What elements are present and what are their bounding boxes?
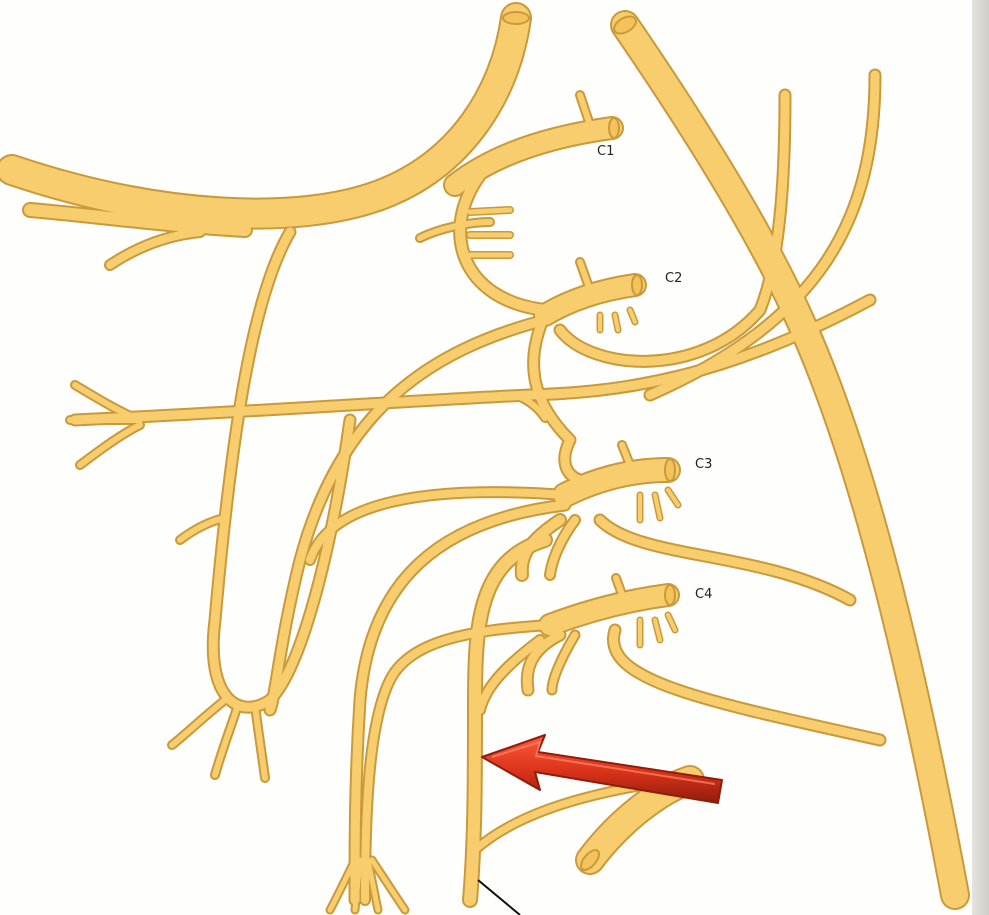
cut-end-accessory xyxy=(613,15,637,35)
cut-end-c2 xyxy=(631,274,643,296)
leader-line xyxy=(477,879,521,915)
red-arrow-icon xyxy=(481,734,723,804)
cut-end-c4 xyxy=(664,584,676,606)
label-c3: C3 xyxy=(695,457,712,472)
label-c1: C1 xyxy=(597,144,614,159)
label-c4: C4 xyxy=(695,587,712,602)
cut-end-c1 xyxy=(608,117,620,139)
cut-end-vessel xyxy=(580,849,600,871)
cut-end-c3 xyxy=(664,458,676,482)
label-c2: C2 xyxy=(665,271,682,286)
cut-end-top xyxy=(502,11,530,25)
right-edge-border xyxy=(972,0,989,915)
